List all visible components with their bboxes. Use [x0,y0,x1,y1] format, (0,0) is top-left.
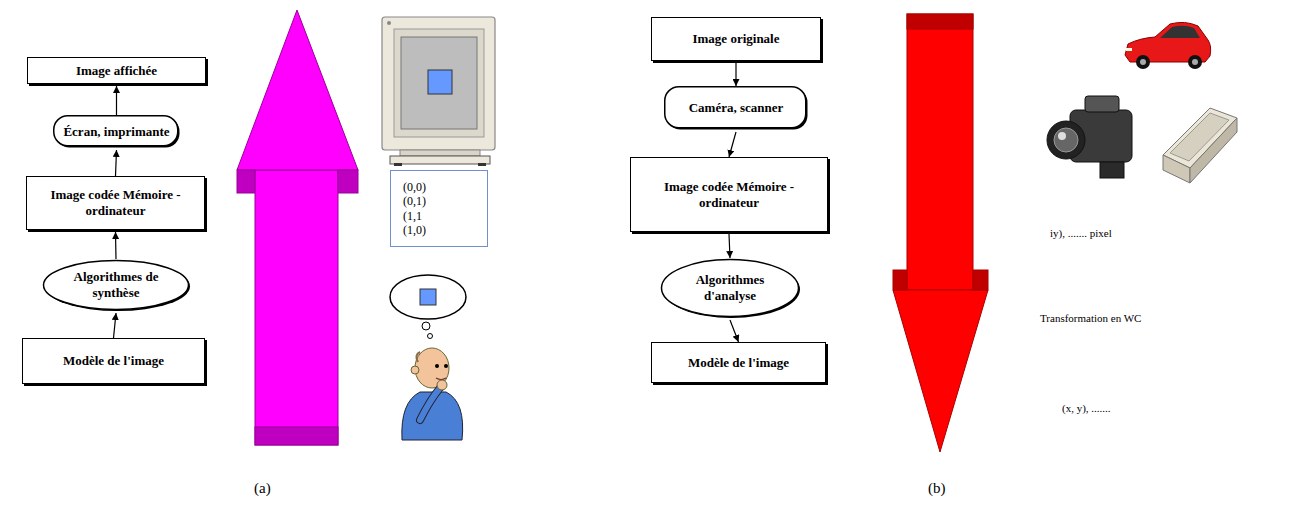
data-box: Image codée Mémoire - ordinateur [630,157,828,232]
camera-lens-glare [1058,132,1066,140]
rounded-shape [665,87,806,128]
scanner-illustration [1163,108,1237,183]
arrow-band [338,170,358,193]
node-text: Modèle de l'image [63,353,164,369]
monitor-bezel [394,29,484,137]
rounded-shape [54,116,178,146]
monitor-illustration [382,17,495,166]
car-wheel [1136,55,1150,69]
node-text: (0,0) (0,1) (1,1 (1,0) [403,180,445,238]
thought-square [420,289,436,305]
monitor-led [387,21,391,25]
annotation: Transformation en WC [1040,312,1141,324]
person-eye [435,364,439,368]
arrow-head [237,10,358,170]
process-box: Image affichée [27,57,206,84]
model-box: Modèle de l'image [651,342,826,383]
arrow-shaft [255,170,338,445]
flow-arrow [116,150,117,176]
node-text: Image codée Mémoire - ordinateur [654,179,804,210]
car-hub [1192,59,1198,65]
node-text: Écran, imprimante [63,124,169,140]
annotation: iy), ....... pixel [1050,227,1112,239]
analysis-arrow [893,14,988,452]
algorithm-oval: Algorithmes de synthèse [42,259,190,311]
process-box: Image originale [651,17,821,61]
scanner-front [1163,155,1190,183]
node-text: Algorithmes d'analyse [685,272,775,303]
model-box: Modèle de l'image [22,338,205,384]
arrow-band [255,427,338,445]
device-box: Écran, imprimante [53,115,180,148]
bubble-dot [428,334,433,339]
person-ear [411,366,419,374]
thinking-person [390,275,466,440]
car-light [1126,48,1132,51]
node-text: Image affichée [76,63,157,79]
car-window [1160,26,1200,38]
caption-letter: (b) [928,480,946,497]
car-wheel [1188,55,1202,69]
monitor-neck [400,150,480,156]
person-arm [420,388,440,420]
arrow-shaft [907,14,973,290]
scanner-side [1190,118,1237,183]
car-hub [1140,59,1146,65]
synthesis-arrow [237,10,358,445]
annotation: (x, y), ....... [1062,402,1111,414]
monitor-frame [382,17,495,150]
node-text: Image originale [692,31,779,47]
algorithm-oval: Algorithmes d'analyse [660,258,800,318]
person-arm [420,388,440,420]
data-box: Image codée Mémoire - ordinateur [26,176,205,230]
flow-arrow [116,86,117,115]
node-text: Modèle de l'image [688,355,789,371]
flow-arrow [729,234,730,258]
person-mouth [436,378,446,380]
flow-arrow [729,132,736,157]
monitor-screen [401,37,477,129]
caption-letter: (a) [254,480,271,497]
person-hair [416,352,420,362]
node-text: Image codée Mémoire - ordinateur [41,187,191,218]
car-illustration [1125,22,1211,69]
flow-arrow [735,63,736,86]
coordinate-list: (0,0) (0,1) (1,1 (1,0) [390,170,488,247]
arrow-band [237,170,255,193]
arrow-band [893,270,907,290]
monitor-base [390,156,490,164]
monitor-foot [478,163,486,166]
camera-grip [1100,162,1124,178]
camera-viewfinder [1085,96,1119,112]
arrow-head [893,290,988,452]
camera-lens-glass [1054,128,1078,152]
flow-arrow [114,313,117,338]
person-hand [437,380,447,390]
oval-shape [44,261,189,310]
flow-arrow [730,320,739,342]
monitor-foot [394,163,402,166]
node-text: Caméra, scanner [689,100,784,116]
arrow-band [907,14,973,29]
node-text: Algorithmes de synthèse [71,269,161,300]
camera-lens [1047,121,1085,159]
oval-shape [662,260,799,317]
device-box: Caméra, scanner [664,86,808,130]
camcorder-illustration [1047,96,1132,178]
arrow-band [973,270,988,290]
screen-square [428,70,452,94]
bubble-dot [422,322,430,330]
flow-arrow [115,232,117,259]
thought-bubble [390,275,466,319]
person-eye [444,364,448,368]
